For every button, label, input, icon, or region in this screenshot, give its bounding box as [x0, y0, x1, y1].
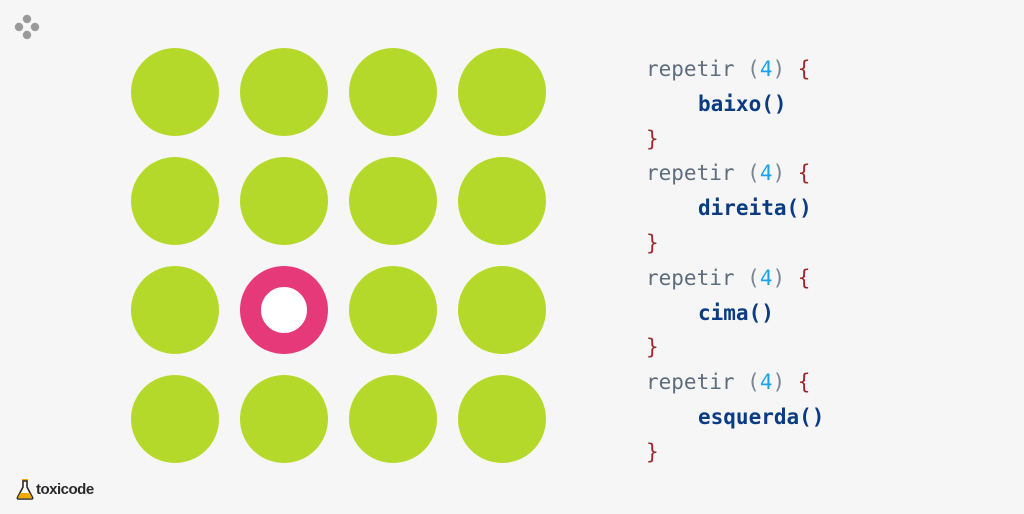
- code-line-call: direita(): [646, 191, 824, 226]
- code-paren: ): [772, 57, 798, 81]
- grid-dot: [131, 266, 219, 354]
- grid-dot: [458, 157, 546, 245]
- code-line-loop: repetir (4) {: [646, 261, 824, 296]
- code-function: cima(): [698, 300, 774, 325]
- code-brace-close: }: [646, 439, 659, 464]
- code-line-close: }: [646, 435, 824, 470]
- code-line-call: baixo(): [646, 87, 824, 122]
- code-paren: ): [772, 265, 798, 290]
- code-function: baixo(): [698, 91, 787, 116]
- toxicode-logo: toxicode: [16, 477, 94, 501]
- grid-dot: [349, 266, 437, 354]
- code-keyword: repetir: [646, 370, 735, 395]
- code-number: 4: [759, 57, 773, 81]
- code-paren: (: [734, 265, 760, 290]
- target-dot: [240, 266, 328, 354]
- dot-grid: [131, 48, 546, 463]
- grid-dot: [131, 375, 219, 463]
- code-paren: (: [734, 161, 760, 186]
- code-line-call: esquerda(): [646, 400, 824, 435]
- code-brace-open: {: [797, 161, 811, 186]
- code-paren: ): [772, 370, 798, 395]
- code-line-loop: repetir (4) {: [646, 365, 824, 400]
- code-line-loop: repetir (4) {: [646, 156, 824, 191]
- code-brace-open: {: [797, 370, 811, 395]
- code-function: esquerda(): [698, 404, 825, 429]
- code-line-loop: repetir (4) {: [646, 52, 824, 87]
- code-number: 4: [759, 265, 773, 290]
- flask-icon: [16, 479, 34, 500]
- code-brace-open: {: [797, 57, 811, 81]
- code-keyword: repetir: [646, 57, 735, 81]
- code-brace-close: }: [646, 126, 659, 151]
- grid-dot: [349, 157, 437, 245]
- code-brace-open: {: [797, 265, 811, 290]
- code-block: repetir (4) { baixo()} repetir (4) { direit…: [646, 52, 824, 470]
- code-line-close: }: [646, 330, 824, 365]
- grid-dot: [458, 48, 546, 136]
- grid-dot: [349, 48, 437, 136]
- code-number: 4: [759, 161, 773, 186]
- grid-dot: [131, 48, 219, 136]
- code-brace-close: }: [646, 335, 659, 360]
- grid-dot: [458, 266, 546, 354]
- code-function: direita(): [698, 196, 812, 221]
- code-paren: ): [772, 161, 798, 186]
- code-line-call: cima(): [646, 296, 824, 331]
- grid-dot: [349, 375, 437, 463]
- code-keyword: repetir: [646, 161, 735, 186]
- code-paren: (: [734, 57, 760, 81]
- code-brace-close: }: [646, 230, 659, 255]
- grid-dots-icon[interactable]: [13, 13, 41, 41]
- code-paren: (: [734, 370, 760, 395]
- grid-dot: [240, 375, 328, 463]
- grid-dot: [240, 48, 328, 136]
- code-line-close: }: [646, 122, 824, 157]
- logo-text: toxicode: [36, 480, 94, 498]
- grid-dot: [458, 375, 546, 463]
- grid-dot: [240, 157, 328, 245]
- grid-dot: [131, 157, 219, 245]
- code-number: 4: [759, 370, 773, 395]
- code-line-close: }: [646, 226, 824, 261]
- code-keyword: repetir: [646, 265, 735, 290]
